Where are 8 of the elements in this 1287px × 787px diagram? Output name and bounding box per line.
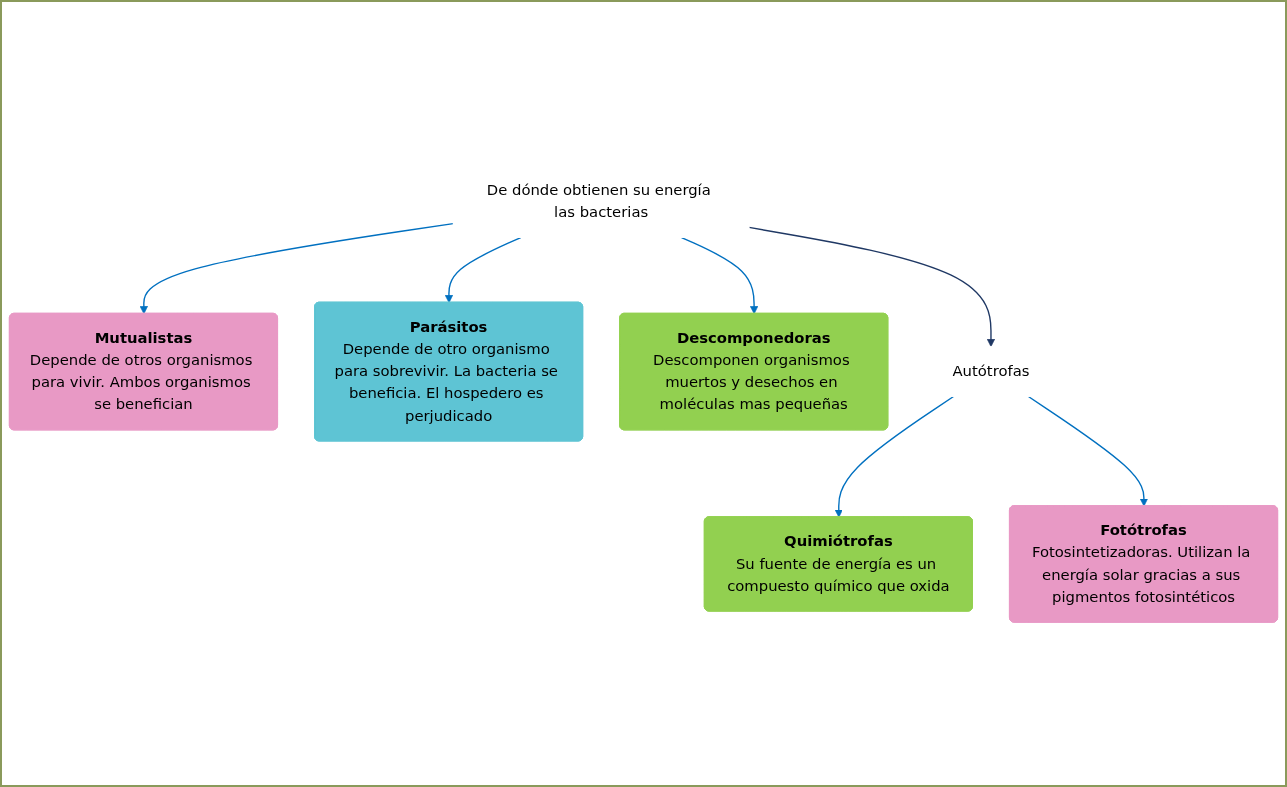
arrow <box>748 226 996 347</box>
arrow <box>834 395 955 518</box>
arrow <box>444 236 522 303</box>
arrow <box>139 222 454 314</box>
node-text: De dónde obtienen su energía las bacterias <box>486 180 711 221</box>
arrow <box>680 236 759 314</box>
node-text: Autótrofas <box>952 362 1030 380</box>
arrow <box>1027 395 1148 507</box>
